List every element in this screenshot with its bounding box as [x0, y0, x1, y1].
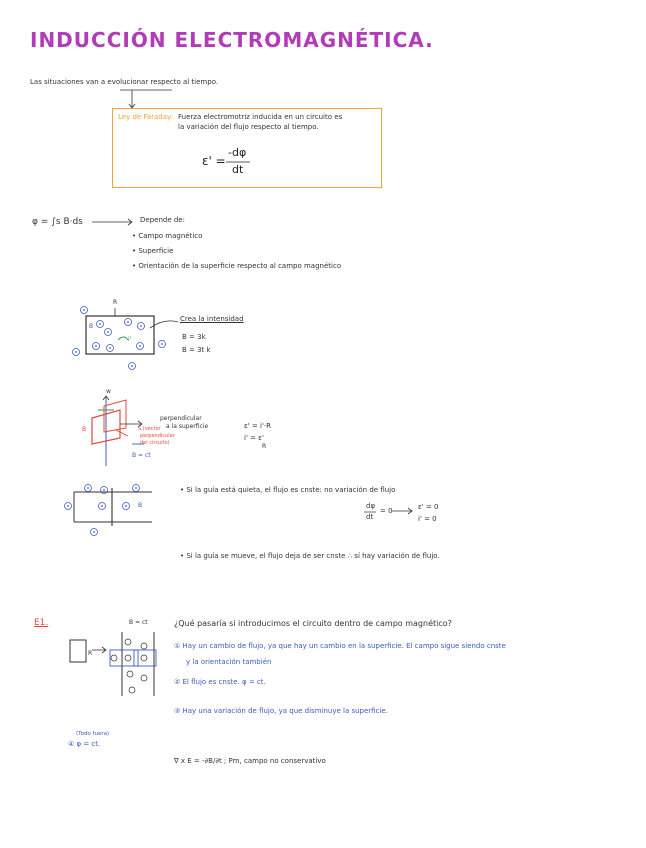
- diagram-3-line1: • Si la guía está quieta, el flujo es cn…: [180, 486, 396, 494]
- faraday-law-label: Ley de Faraday:: [118, 113, 173, 121]
- diagram-2-eq1: ε' = i'·R: [244, 422, 271, 430]
- faraday-formula-lhs: ε' =: [202, 154, 226, 168]
- flux-item-3-text: Orientación de la superficie respecto al…: [138, 262, 342, 270]
- diagram-2-eq2-den: R: [262, 443, 267, 450]
- faraday-formula-num: -dφ: [228, 146, 247, 159]
- exercise-footer: ∇ x E = -∂B/∂t ; Pm, campo no conservati…: [174, 757, 326, 765]
- diagram-1-i-label: i': [128, 336, 132, 343]
- intro-arrow: [120, 89, 172, 109]
- diagram-3-sliding-bar: [64, 484, 152, 536]
- diagram-1-r-label: R: [113, 299, 118, 306]
- diagram-2-s-label2: perpendicular: [140, 433, 175, 439]
- exercise-answer-3: ③ Hay una variación de flujo, ya que dis…: [174, 707, 388, 715]
- diagram-1-eq2: B = 3t k: [182, 346, 211, 354]
- flux-item-3: • Orientación de la superficie respecto …: [132, 262, 342, 270]
- diagram-3-res1: ε' = 0: [418, 503, 439, 511]
- diagram-2-note1: perpendicular: [160, 415, 202, 422]
- diagram-2-eq2: i' = ε': [244, 434, 264, 442]
- faraday-fraction-bar: [226, 161, 250, 163]
- diagram-2-s-label: S (vector: [138, 426, 161, 432]
- flux-formula: φ = ∫s B·ds: [32, 217, 83, 227]
- faraday-law-line1: Fuerza electromotriz inducida en un circ…: [178, 113, 343, 121]
- diagram-3-frac-eq: = 0: [380, 507, 393, 515]
- flux-item-1-text: Campo magnético: [138, 232, 203, 240]
- intro-text: Las situaciones van a evolucionar respec…: [30, 78, 219, 86]
- diagram-2-note2: a la superficie: [166, 423, 209, 430]
- diagram-3-arrow: [392, 507, 413, 515]
- diagram-3-frac-num: dφ: [366, 502, 376, 510]
- faraday-formula-den: dt: [232, 163, 244, 176]
- exercise-answer-2: ② El flujo es cnste. φ = ct.: [174, 678, 266, 686]
- exercise-diagram: [69, 632, 157, 696]
- diagram-2-s-label3: del circuito): [140, 440, 170, 446]
- exercise-label: E1.: [34, 618, 49, 628]
- exercise-answer-4-note: (Todo fuera): [76, 731, 110, 737]
- diagram-2-b-ct: B = ct: [132, 452, 151, 459]
- diagram-1-circuit: [72, 306, 166, 370]
- flux-item-2-text: Superficie: [138, 247, 174, 255]
- diagram-3-b-label: B: [138, 502, 143, 509]
- flux-depends: Depende de:: [140, 216, 185, 224]
- diagram-2-b-label: B: [82, 426, 87, 433]
- diagram-1-note: Crea la intensidad: [180, 315, 244, 323]
- diagram-3-line2: • Si la guía se mueve, el flujo deja de …: [180, 552, 440, 560]
- diagram-2-rotating-loop: [91, 395, 144, 466]
- faraday-law-line2: la variación del flujo respecto al tiemp…: [178, 123, 319, 131]
- diagram-1-b-label: B: [89, 323, 94, 330]
- diagram-3-res2: i' = 0: [418, 515, 437, 523]
- flux-arrow: [92, 218, 133, 226]
- exercise-answer-1-line2: y la orientación también: [186, 658, 272, 666]
- faraday-law-box: [112, 108, 382, 188]
- diagram-3-fraction-bar: [364, 511, 376, 513]
- exercise-answer-4: ④ φ = ct.: [68, 740, 101, 748]
- diagram-2-w-label: w: [106, 388, 111, 395]
- page-title: INDUCCIÓN ELECTROMAGNÉTICA.: [30, 28, 434, 52]
- exercise-answer-1-line1: ① Hay un cambio de flujo, ya que hay un …: [174, 642, 506, 650]
- flux-item-2: • Superficie: [132, 247, 174, 255]
- exercise-question: ¿Qué pasaría si introducimos el circuito…: [174, 619, 452, 628]
- diagram-1-arrow: [149, 320, 179, 329]
- diagram-3-frac-den: dt: [366, 513, 374, 521]
- diagram-1-eq1: B = 3k: [182, 333, 206, 341]
- exercise-b-ct: B = ct: [129, 619, 148, 626]
- flux-item-1: • Campo magnético: [132, 232, 203, 240]
- exercise-r-label: R: [88, 650, 93, 657]
